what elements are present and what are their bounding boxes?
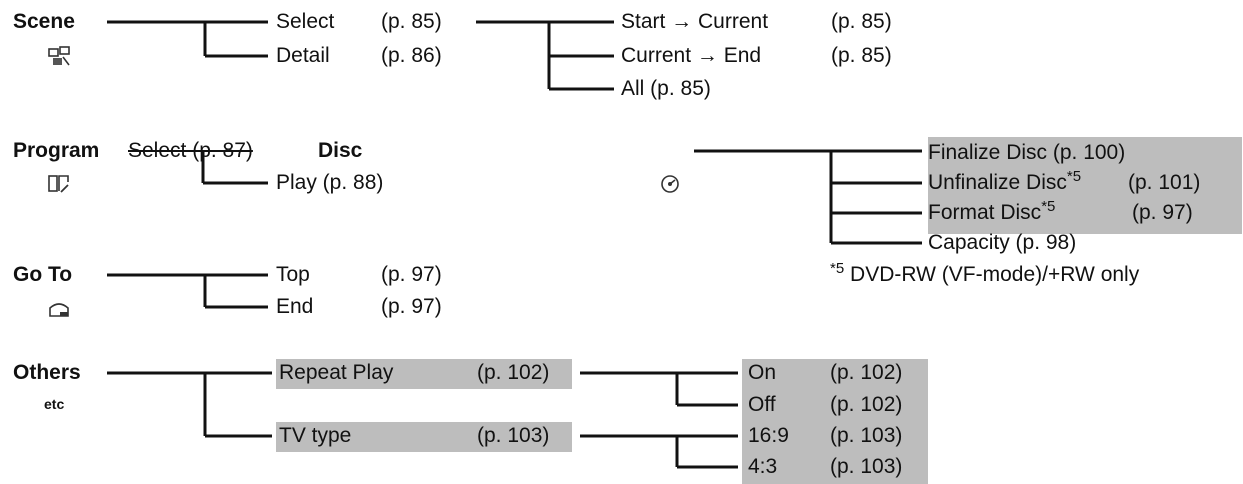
repeat-off-page: (p. 102) bbox=[830, 393, 903, 416]
program-heading: Program bbox=[13, 139, 100, 162]
program-select-label: Select (p. 87) bbox=[128, 139, 253, 162]
goto-top-label: Top bbox=[276, 263, 310, 286]
goto-heading: Go To bbox=[13, 263, 73, 286]
scene-select-label: Select bbox=[276, 10, 335, 33]
disc-options-highlight bbox=[928, 137, 1242, 234]
others-repeat-play-label: Repeat Play bbox=[279, 361, 394, 384]
select-option-all: All (p. 85) bbox=[621, 77, 711, 100]
repeat-on-label: On bbox=[748, 361, 777, 384]
repeat-play-highlight bbox=[276, 359, 572, 389]
scene-icon bbox=[48, 46, 70, 66]
goto-end-page: (p. 97) bbox=[381, 295, 442, 318]
tv-4-3-page: (p. 103) bbox=[830, 455, 903, 478]
program-play-label: Play (p. 88) bbox=[276, 171, 384, 194]
others-tv-type-label: TV type bbox=[279, 424, 352, 447]
disc-unfinalize-footnote-mark: *5 bbox=[1066, 168, 1082, 185]
disc-unfinalize-label: Unfinalize Disc bbox=[928, 171, 1067, 194]
disc-format-label: Format Disc bbox=[928, 201, 1042, 224]
repeat-off-label: Off bbox=[748, 393, 776, 416]
disc-unfinalize: Unfinalize Disc*5 bbox=[928, 168, 1082, 195]
select-option-current-end-page: (p. 85) bbox=[831, 44, 892, 67]
select-option-start-current-page: (p. 85) bbox=[831, 10, 892, 33]
etc-icon: etc bbox=[44, 396, 65, 412]
disc-icon bbox=[661, 175, 679, 193]
goto-icon bbox=[49, 303, 69, 317]
disc-format-page: (p. 97) bbox=[1132, 201, 1193, 224]
goto-top-page: (p. 97) bbox=[381, 263, 442, 286]
scene-detail-page: (p. 86) bbox=[381, 44, 442, 67]
tv-type-highlight bbox=[276, 422, 572, 452]
others-tv-type-page: (p. 103) bbox=[477, 424, 550, 447]
scene-select-page: (p. 85) bbox=[381, 10, 442, 33]
others-options-highlight bbox=[742, 359, 928, 484]
tv-16-9-page: (p. 103) bbox=[830, 424, 903, 447]
tv-16-9-label: 16:9 bbox=[748, 424, 789, 447]
goto-end-label: End bbox=[276, 295, 314, 318]
footnote-mark: *5 bbox=[830, 260, 845, 277]
others-heading: Others bbox=[13, 361, 81, 384]
program-icon bbox=[48, 175, 69, 193]
repeat-on-page: (p. 102) bbox=[830, 361, 903, 384]
footnote-text: DVD-RW (VF-mode)/+RW only bbox=[850, 263, 1140, 286]
disc-finalize: Finalize Disc (p. 100) bbox=[928, 141, 1126, 164]
disc-format: Format Disc*5 bbox=[928, 198, 1056, 225]
others-repeat-play-page: (p. 102) bbox=[477, 361, 550, 384]
scene-heading: Scene bbox=[13, 10, 75, 33]
disc-unfinalize-page: (p. 101) bbox=[1128, 171, 1201, 194]
disc-heading: Disc bbox=[318, 139, 363, 162]
disc-format-footnote-mark: *5 bbox=[1041, 198, 1056, 215]
select-option-current-end: Current → End bbox=[621, 44, 762, 67]
scene-detail-label: Detail bbox=[276, 44, 330, 67]
select-option-start-current: Start → Current bbox=[621, 10, 769, 33]
disc-footnote: *5 DVD-RW (VF-mode)/+RW only bbox=[830, 260, 1140, 287]
tv-4-3-label: 4:3 bbox=[748, 455, 778, 478]
disc-capacity: Capacity (p. 98) bbox=[928, 231, 1077, 254]
